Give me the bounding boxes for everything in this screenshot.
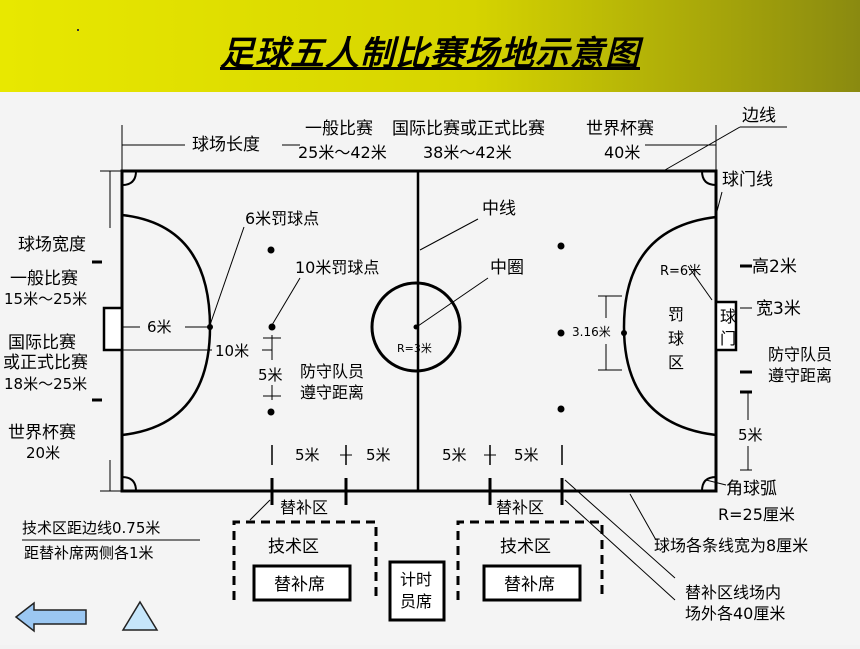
penalty-spot-10m-left <box>268 323 276 331</box>
tech-note-l1: 技术区距边线0.75米 <box>22 519 160 537</box>
penalty-spot-6m-right <box>621 330 627 336</box>
penalty-area-label-2: 球 <box>668 329 684 348</box>
bottom-5m-2: 5米 <box>366 446 391 464</box>
bench-right-label: 替补席 <box>504 575 555 595</box>
dist-316-label: 3.16米 <box>572 325 611 339</box>
penalty-area-label-3: 区 <box>668 353 684 372</box>
tech-area-right-label: 技术区 <box>500 537 551 557</box>
line-width-label: 球场各条线宽为8厘米 <box>654 536 808 555</box>
timekeeper-l1: 计时 <box>400 570 432 589</box>
center-circle <box>370 281 462 373</box>
diagram-area: 球场长度 一般比赛 25米～42米 国际比赛或正式比赛 38米～42米 世界杯赛… <box>0 92 860 645</box>
defender-left-l2: 遵守距离 <box>300 383 364 402</box>
sub-zone-left-label: 替补区 <box>280 498 328 517</box>
title-banner <box>0 0 860 92</box>
corner-arc-bl <box>121 476 137 492</box>
left-arrow-icon <box>14 601 87 633</box>
bottom-5m-1: 5米 <box>295 446 320 464</box>
timekeeper-box <box>388 560 446 622</box>
slide-title: 足球五人制比赛场地示意图 <box>220 34 640 74</box>
bottom-5m-3: 5米 <box>442 446 467 464</box>
penalty-6m-label: 6米罚球点 <box>245 209 319 228</box>
sub-zone-right-label: 替补区 <box>496 498 544 517</box>
timekeeper-l2: 员席 <box>400 592 432 611</box>
dist-5m-right-label: 5米 <box>738 426 763 444</box>
field-width-label: 球场宽度 <box>18 235 86 255</box>
corner-arc-br <box>701 476 717 492</box>
general-width-label: 15米～25米 <box>4 290 87 308</box>
home-button[interactable] <box>121 600 159 632</box>
world-cup-length-label: 40米 <box>604 143 640 162</box>
goal-width-label: 宽3米 <box>756 299 801 319</box>
marker-spot <box>557 405 565 413</box>
touchline-label: 边线 <box>742 106 776 126</box>
bottom-5m-4: 5米 <box>514 446 539 464</box>
intl-width-label: 18米～25米 <box>4 375 87 393</box>
goal-label-1: 球 <box>720 307 736 326</box>
penalty-spot-10m-right <box>557 329 565 337</box>
radius-area-label: R=6米 <box>660 264 701 279</box>
corner-arc-label: 角球弧 <box>726 479 777 499</box>
field-length-label: 球场长度 <box>192 135 260 155</box>
intl-length-label: 38米～42米 <box>423 143 512 162</box>
corner-arc-tr <box>701 170 717 186</box>
bench-right <box>482 564 582 602</box>
world-cup-2-label: 世界杯赛 <box>8 422 76 443</box>
goal-right <box>714 300 738 352</box>
marker-spot <box>557 242 565 250</box>
defender-right-l2: 遵守距离 <box>768 366 832 385</box>
center-circle-label: 中圈 <box>490 258 524 278</box>
marker-spot <box>267 408 275 416</box>
tech-area-left-box <box>232 520 378 600</box>
banner-dot <box>77 29 79 31</box>
tech-area-right-box <box>456 520 604 600</box>
marker-spot <box>267 246 275 254</box>
general-match-label: 一般比赛 <box>305 118 373 139</box>
goal-line-label: 球门线 <box>722 170 773 190</box>
bench-left-label: 替补席 <box>274 575 325 595</box>
intl-match-label: 国际比赛或正式比赛 <box>392 118 545 139</box>
intl-match-l2: 或正式比赛 <box>3 352 88 373</box>
radius-center-label: R=3米 <box>397 342 432 355</box>
field-diagram: 球场长度 一般比赛 25米～42米 国际比赛或正式比赛 38米～42米 世界杯赛… <box>3 106 832 623</box>
penalty-10m-label: 10米罚球点 <box>295 258 379 277</box>
triangle-icon <box>121 600 159 631</box>
sub-zone-line-l2: 场外各40厘米 <box>685 604 785 623</box>
world-cup-width-label: 20米 <box>26 444 60 462</box>
defender-right-l1: 防守队员 <box>768 345 832 364</box>
tech-area-left-label: 技术区 <box>268 537 319 557</box>
penalty-area-label-1: 罚 <box>668 305 684 324</box>
defender-left-l1: 防守队员 <box>300 362 364 381</box>
dist-6m-label: 6米 <box>147 318 172 336</box>
general-match-2-label: 一般比赛 <box>10 268 78 289</box>
goal-height-label: 高2米 <box>752 257 797 277</box>
goal-left <box>102 306 124 352</box>
world-cup-label: 世界杯赛 <box>586 118 654 139</box>
dist-10m-label: 10米 <box>215 342 249 360</box>
corner-radius-label: R=25厘米 <box>718 505 795 524</box>
goal-label-2: 门 <box>720 329 736 348</box>
intl-match-l1: 国际比赛 <box>8 332 76 353</box>
bench-left <box>252 564 352 602</box>
back-button[interactable] <box>14 601 88 633</box>
center-spot <box>413 324 419 330</box>
penalty-area-right <box>622 215 717 437</box>
general-length-label: 25米～42米 <box>298 143 387 162</box>
halfway-line-label: 中线 <box>482 199 516 219</box>
corner-arc-tl <box>121 170 137 186</box>
dist-5m-label: 5米 <box>258 366 283 384</box>
sub-zone-line-l1: 替补区线场内 <box>685 583 781 602</box>
tech-note-l2: 距替补席两侧各1米 <box>24 544 154 562</box>
